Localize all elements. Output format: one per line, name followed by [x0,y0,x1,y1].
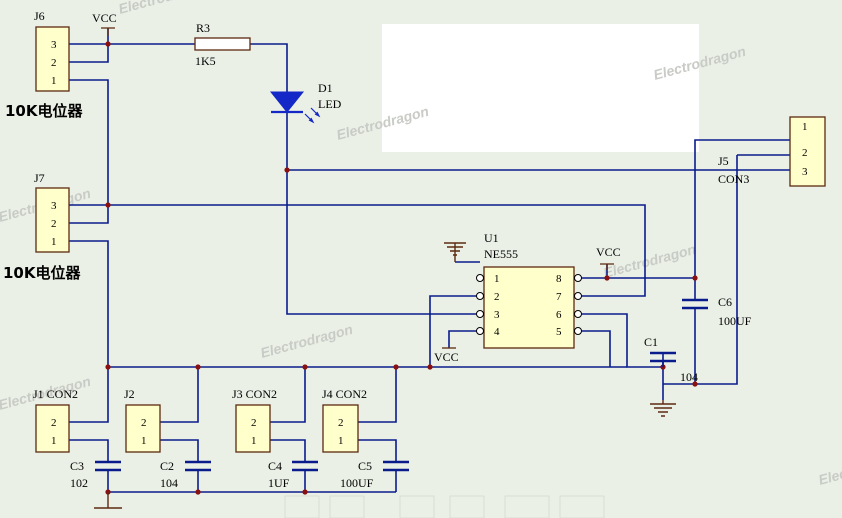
svg-text:1: 1 [51,75,57,87]
svg-text:2: 2 [51,218,57,230]
svg-text:8: 8 [556,273,562,285]
svg-text:U1: U1 [484,231,499,245]
svg-text:102: 102 [70,476,88,490]
svg-text:3: 3 [51,200,57,212]
svg-text:7: 7 [556,291,562,303]
watermark: Electrodragon [817,448,842,488]
svg-text:104: 104 [680,370,698,384]
svg-text:100UF: 100UF [340,476,374,490]
svg-text:J2: J2 [124,387,135,401]
svg-text:R3: R3 [196,21,210,35]
svg-text:2: 2 [494,291,500,303]
svg-text:2: 2 [338,417,344,429]
connector-j1: J1 CON2 2 1 [33,387,78,453]
svg-text:4: 4 [494,326,500,338]
svg-text:J1 CON2: J1 CON2 [33,387,78,401]
svg-text:3: 3 [494,309,500,321]
connector-j6: J6 3 2 1 10K电位器 [5,9,83,120]
svg-text:1: 1 [51,435,57,447]
junctions [105,41,698,495]
svg-text:VCC: VCC [596,245,621,259]
connector-j3: J3 CON2 2 1 [232,387,277,453]
svg-text:1K5: 1K5 [195,54,216,68]
led-d1: D1 LED [269,81,342,124]
capacitor-c5: C5 100UF [340,458,409,490]
svg-text:1: 1 [141,435,147,447]
pot-label: 10K电位器 [3,264,81,282]
svg-text:1: 1 [251,435,257,447]
connector-j7: J7 3 2 1 10K电位器 [3,171,81,282]
vcc-symbol: VCC [92,11,117,36]
svg-text:J7: J7 [34,171,45,185]
vcc-symbol: VCC [596,245,621,270]
svg-text:1: 1 [802,121,808,133]
svg-text:1: 1 [51,236,57,248]
svg-text:D1: D1 [318,81,333,95]
svg-text:3: 3 [802,166,808,178]
svg-text:CON3: CON3 [718,172,749,186]
connector-j4: J4 CON2 2 1 [322,387,367,453]
capacitor-c2: C2 104 [160,458,211,490]
svg-text:104: 104 [160,476,178,490]
blank-region [382,24,699,152]
svg-text:1: 1 [338,435,344,447]
svg-text:2: 2 [802,147,808,159]
svg-text:3: 3 [51,39,57,51]
svg-text:J6: J6 [34,9,45,23]
svg-text:C6: C6 [718,295,732,309]
watermark: Electrodragon [117,0,213,17]
ground-symbol [650,400,676,417]
svg-text:C4: C4 [268,459,282,473]
capacitor-c4: C4 1UF [268,458,318,490]
ground-symbol [94,492,122,509]
capacitor-c3: C3 102 [70,458,121,490]
wires [69,28,790,493]
svg-text:C3: C3 [70,459,84,473]
capacitor-c1: C1 104 [644,335,698,384]
svg-text:C1: C1 [644,335,658,349]
toolbar-remnants [284,495,605,518]
ground-symbol [444,242,466,262]
svg-text:6: 6 [556,309,562,321]
vcc-symbol: VCC [434,347,459,364]
svg-text:C5: C5 [358,459,372,473]
pot-label: 10K电位器 [5,102,83,120]
svg-text:2: 2 [251,417,257,429]
resistor-r3: R3 1K5 [194,21,251,68]
svg-text:2: 2 [51,417,57,429]
svg-text:2: 2 [51,57,57,69]
svg-text:5: 5 [556,326,562,338]
svg-text:C2: C2 [160,459,174,473]
capacitor-c6: C6 100UF [682,295,752,328]
svg-text:1UF: 1UF [268,476,290,490]
svg-text:J5: J5 [718,154,729,168]
svg-text:J4 CON2: J4 CON2 [322,387,367,401]
svg-text:NE555: NE555 [484,247,518,261]
connector-j5: 1 2 3 J5 CON3 [718,116,826,187]
svg-text:VCC: VCC [434,350,459,364]
svg-text:J3 CON2: J3 CON2 [232,387,277,401]
watermark: Electrodragon [259,321,355,361]
connector-j2: J2 2 1 [124,387,161,453]
svg-text:100UF: 100UF [718,314,752,328]
svg-text:2: 2 [141,417,147,429]
ic-u1-ne555: U1 NE555 1 2 3 4 8 7 6 5 [476,231,582,349]
svg-text:VCC: VCC [92,11,117,25]
svg-text:1: 1 [494,273,500,285]
svg-text:LED: LED [318,97,342,111]
